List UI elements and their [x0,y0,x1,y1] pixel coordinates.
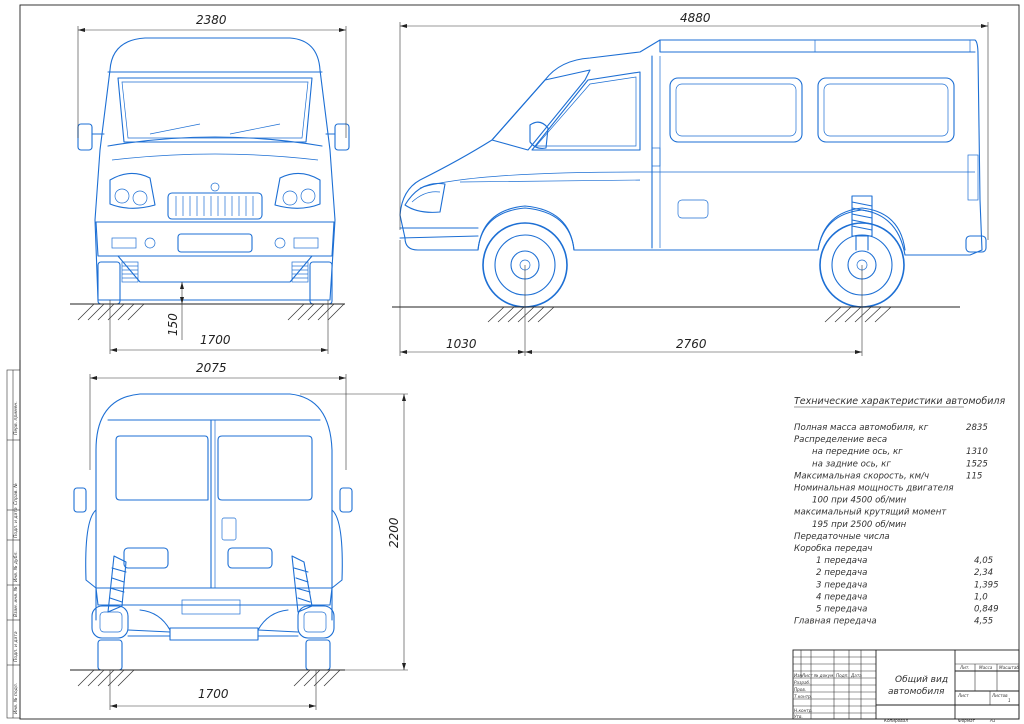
tb-col-header: Подп. [836,673,849,678]
spec-value: 0,849 [974,605,999,615]
dim-side-wheelbase: 2760 [676,337,707,351]
spec-table: Технические характеристики автомобиля По… [794,396,1005,627]
spec-label: 100 при 4500 об/мин [812,496,907,506]
tb-copied-label: Копировал [884,718,908,723]
spec-label: Передаточные числа [794,532,890,542]
spec-value: 4,55 [974,617,993,627]
tb-right-header: Масштаб [999,665,1019,670]
spec-label: максимальный крутящий момент [794,508,947,518]
tb-sheets-label: Листов [991,693,1008,698]
tb-col-header: Лист [801,673,813,678]
tb-sheet-label: Лист [957,693,969,698]
tb-title-line2: автомобиля [888,687,945,697]
spec-value: 1310 [966,447,988,457]
spec-label: 5 передача [816,605,867,615]
spec-value: 4,05 [974,556,993,566]
spec-value: 2835 [966,423,988,433]
spec-label: Номинальная мощность двигателя [794,484,954,494]
front-view [70,26,350,354]
tb-role-label: Т.контр. [794,694,812,699]
spec-label: 1 передача [816,556,867,566]
title-block: Изм Лист № докум. Подп. Дата Разраб. Про… [792,649,1020,720]
tb-title-line1: Общий вид [895,675,948,685]
tb-right-header: Лит. [959,665,970,670]
spec-heading: Технические характеристики автомобиля [794,396,1005,407]
dim-front-clearance: 150 [166,313,180,336]
dim-rear-track: 1700 [198,687,229,701]
spec-value: 1525 [966,459,988,469]
spec-rows: Полная масса автомобиля, кг 2835Распредел… [794,423,999,627]
side-stamp-label: Подп. и дата [13,507,19,538]
spec-value: 2,34 [974,568,993,578]
tb-role-label: Разраб. [794,680,810,685]
tb-col-header: № докум. [813,673,835,678]
spec-label: 4 передача [816,592,867,602]
spec-value: 1,0 [974,592,988,602]
tb-sheets-count: 1 [1008,698,1011,703]
dim-rear-height: 2200 [387,517,401,548]
side-view [392,22,989,356]
side-stamp-label: Инв. № дубл. [13,551,19,582]
spec-label: Распределение веса [794,435,887,445]
side-stamp-label: Взам. инв. № [13,586,19,617]
side-stamp-label: Перв. примен. [13,401,19,435]
side-stamp-label: Инв. № подл. [13,683,19,714]
side-stamp-label: Подп. и дата [13,631,19,662]
spec-label: Полная масса автомобиля, кг [794,423,929,433]
spec-label: 3 передача [816,580,867,590]
dim-side-length: 4880 [680,11,711,25]
spec-label: на передние ось, кг [812,447,903,457]
tb-format-label: Формат [958,718,976,723]
tb-col-header: Дата [850,673,862,678]
rear-view [70,374,408,710]
dim-side-front-overhang: 1030 [446,337,477,351]
dim-rear-width: 2075 [196,361,227,375]
spec-label: 195 при 2500 об/мин [812,520,907,530]
tb-role-label: Н.контр. [794,708,813,713]
sheet-frame [19,4,1020,720]
tb-right-header: Масса [979,665,993,670]
spec-label: Коробка передач [794,544,873,554]
dim-front-width: 2380 [196,13,227,27]
spec-value: 1,395 [974,580,999,590]
spec-label: на задние ось, кг [812,459,891,469]
dim-front-track: 1700 [200,333,231,347]
tb-format-value: А1 [989,718,996,723]
spec-label: 2 передача [816,568,867,578]
spec-label: Главная передача [794,617,877,627]
side-stamp: Перв. примен. Справ. № Подп. и дата Инв.… [6,369,21,719]
spec-value: 115 [966,471,982,481]
side-stamp-label: Справ. № [13,483,19,505]
tb-role-label: Утв. [794,714,803,719]
spec-label: Максимальная скорость, км/ч [794,471,929,481]
tb-role-label: Пров. [794,687,806,692]
tb-col-header: Изм [794,673,803,678]
